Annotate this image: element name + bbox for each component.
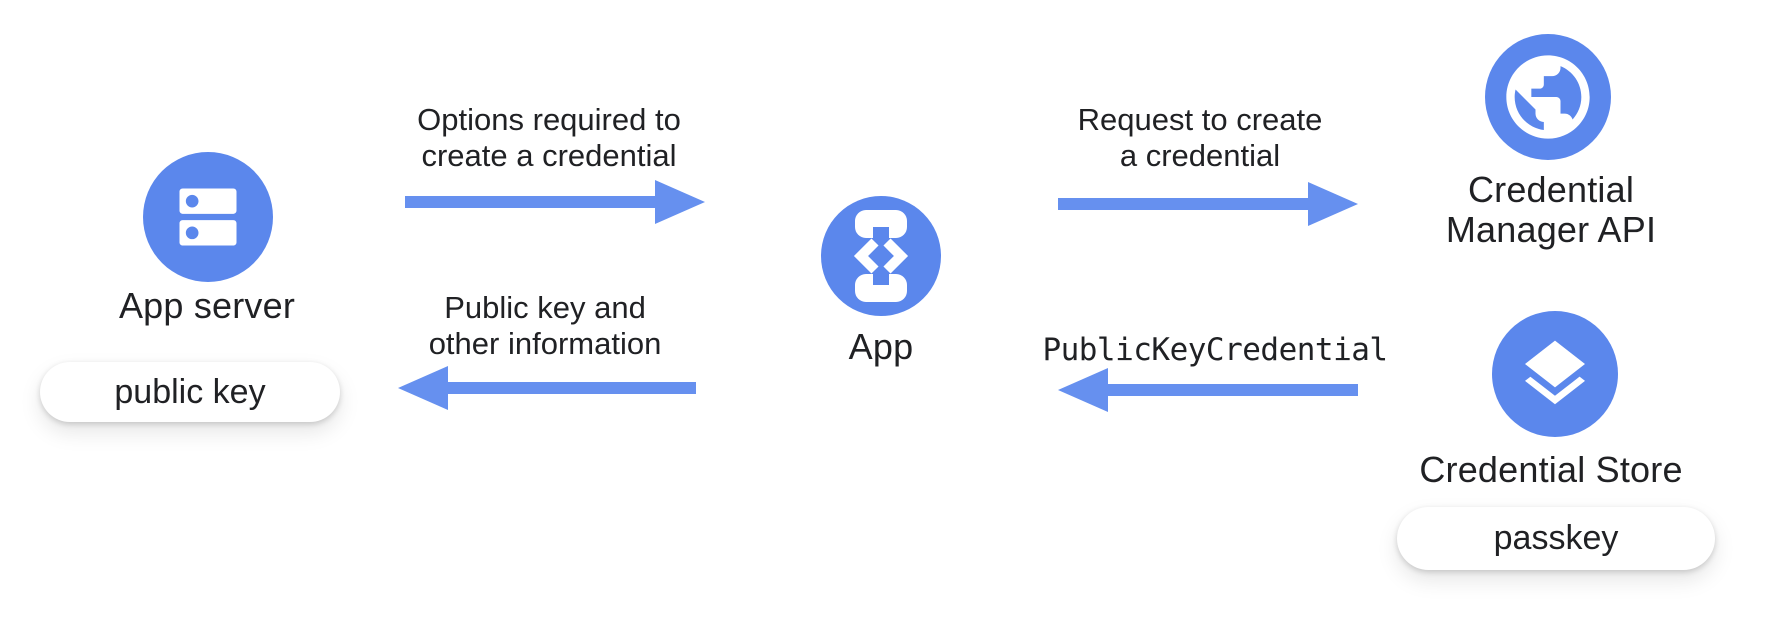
credential-store-label: Credential Store	[1419, 449, 1683, 490]
options-flow-label-line1: Options required to	[417, 102, 681, 137]
public-key-badge: public key	[40, 362, 340, 422]
request-flow-label-line2: a credential	[1119, 138, 1281, 173]
app-label: App	[848, 326, 914, 367]
public-key-credential-flow-label: PublicKeyCredential	[1042, 332, 1388, 368]
public-key-credential-arrow-left	[1058, 366, 1358, 414]
passkey-badge: passkey	[1397, 507, 1715, 570]
server-rack-icon	[170, 179, 246, 255]
public-key-info-flow-label-line2: other information	[428, 326, 662, 361]
public-key-info-flow-label-line1: Public key and	[444, 290, 646, 325]
options-flow-label: Options required to create a credential	[417, 102, 681, 174]
passkey-badge-text: passkey	[1493, 519, 1619, 557]
credential-manager-api-label-line1: Credential	[1467, 169, 1635, 210]
app-node	[821, 196, 941, 316]
app-server-node	[143, 152, 273, 282]
credential-manager-api-node	[1485, 34, 1611, 160]
options-arrow-right	[405, 178, 705, 226]
request-flow-label-line1: Request to create	[1077, 102, 1323, 137]
request-arrow-right	[1058, 180, 1358, 228]
credential-manager-api-label-line2: Manager API	[1445, 209, 1657, 250]
public-key-info-arrow-left	[398, 364, 696, 412]
public-key-info-flow-label: Public key and other information	[429, 290, 662, 362]
app-server-label: App server	[118, 285, 296, 326]
credential-manager-api-label: Credential Manager API	[1446, 170, 1656, 250]
request-flow-label: Request to create a credential	[1078, 102, 1323, 174]
options-flow-label-line2: create a credential	[421, 138, 677, 173]
phone-code-icon	[821, 196, 941, 316]
globe-icon	[1498, 47, 1598, 147]
layers-icon	[1515, 334, 1595, 414]
public-key-badge-text: public key	[114, 372, 266, 411]
credential-store-node	[1492, 311, 1618, 437]
